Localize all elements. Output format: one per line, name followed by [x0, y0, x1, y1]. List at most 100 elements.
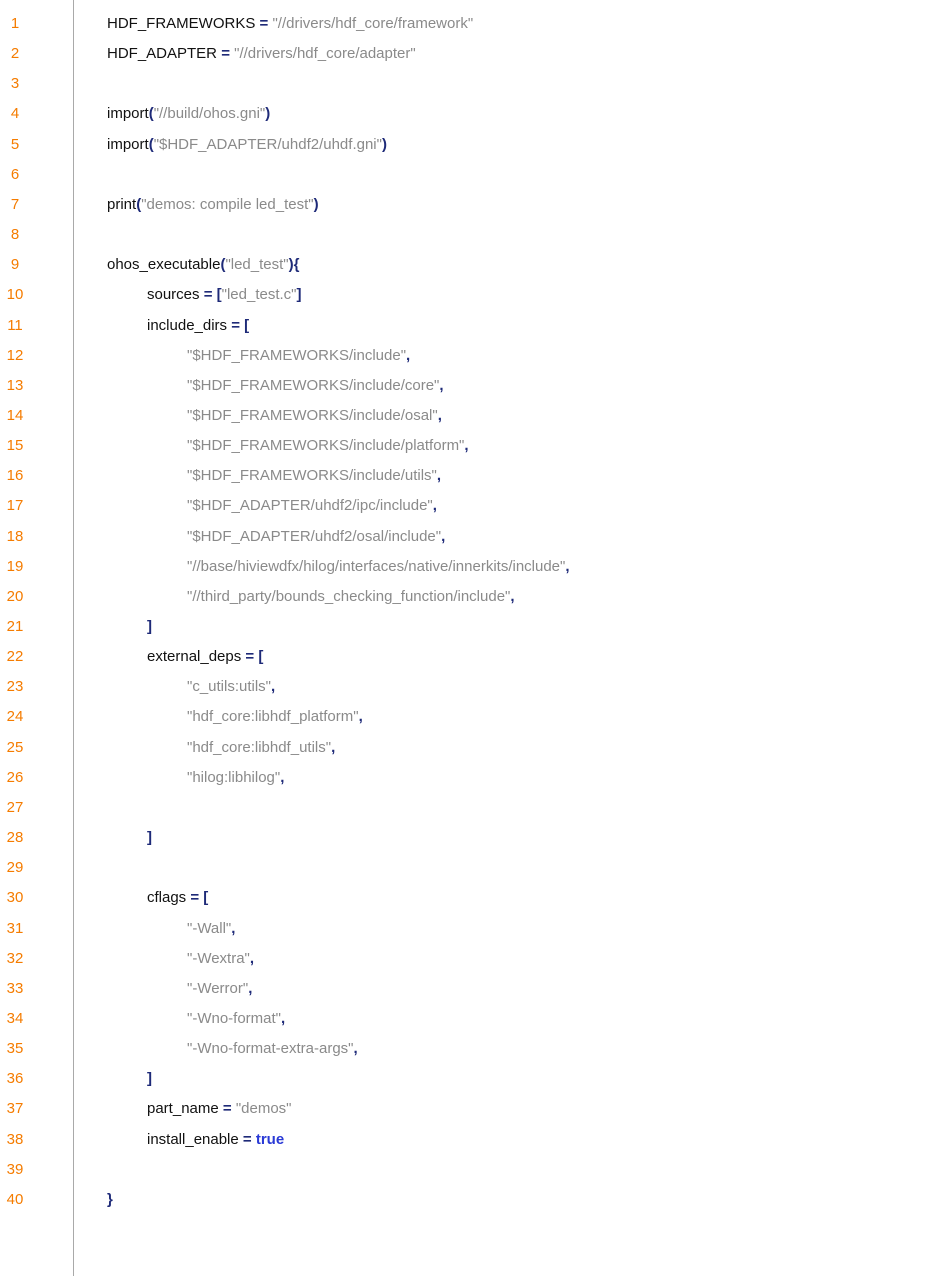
code-line: 19"//base/hiviewdfx/hilog/interfaces/nat…: [0, 555, 933, 579]
code-token-op: ){: [288, 256, 300, 274]
code-line: 37 part_name = "demos": [0, 1097, 933, 1121]
code-line: 16 "$HDF_FRAMEWORKS/include/utils",: [0, 464, 933, 488]
line-number: 39: [6, 1160, 24, 1178]
line-code: sources = ["led_test.c"]: [147, 283, 302, 307]
line-number: 16: [6, 467, 24, 485]
code-token-op: ,: [271, 678, 276, 696]
line-number: 11: [7, 316, 23, 334]
code-token-op: ): [313, 195, 319, 213]
line-code: "$HDF_FRAMEWORKS/include/platform",: [187, 434, 469, 458]
code-token-str: "-Wextra": [187, 949, 250, 967]
code-token-op: = [: [203, 286, 222, 304]
code-token-op: ,: [436, 467, 442, 485]
line-code: "-Werror",: [187, 977, 252, 1001]
line-number: 22: [6, 648, 24, 666]
code-token-str: "$HDF_ADAPTER/uhdf2/uhdf.gni": [153, 135, 382, 153]
code-token-op: = [: [190, 889, 209, 907]
line-code: "//base/hiviewdfx/hilog/interfaces/nativ…: [187, 555, 570, 579]
code-token-op: (: [136, 195, 142, 213]
line-code: HDF_FRAMEWORKS = "//drivers/hdf_core/fra…: [107, 12, 473, 36]
code-line: 24"hdf_core:libhdf_platform",: [0, 705, 933, 729]
code-token-op: ,: [353, 1040, 358, 1058]
line-code: "$HDF_FRAMEWORKS/include/utils",: [187, 464, 441, 488]
code-line: 1 HDF_FRAMEWORKS = "//drivers/hdf_core/fr…: [0, 12, 933, 36]
code-token-str: "//drivers/hdf_core/framework": [268, 15, 474, 32]
code-token-str: "//base/hiviewdfx/hilog/interfaces/nativ…: [187, 557, 566, 575]
line-code: "//third_party/bounds_checking_function/…: [187, 585, 515, 609]
line-number: 7: [10, 195, 20, 213]
code-token-op: ,: [280, 768, 285, 786]
code-line: 12"$HDF_FRAMEWORKS/include",: [0, 344, 933, 368]
line-code: part_name = "demos": [147, 1097, 292, 1121]
code-token-plain: include_dirs: [147, 316, 232, 334]
code-line: 33 "-Werror",: [0, 977, 933, 1001]
code-line: 40}: [0, 1188, 933, 1212]
code-line: 27: [0, 796, 933, 820]
code-line: 15 "$HDF_FRAMEWORKS/include/platform",: [0, 434, 933, 458]
code-token-str: "-Wno-format": [187, 1009, 281, 1027]
code-token-op: = [: [245, 648, 264, 666]
code-line: 25"hdf_core:libhdf_utils",: [0, 736, 933, 760]
code-token-op: =: [242, 1130, 256, 1148]
line-number: 1: [10, 15, 20, 32]
code-line: 21]: [0, 615, 933, 639]
line-number: 37: [6, 1100, 24, 1118]
code-token-op: ]: [147, 829, 152, 847]
code-token-op: =: [259, 15, 269, 32]
code-token-op: =: [222, 1100, 232, 1118]
line-code: "$HDF_ADAPTER/uhdf2/ipc/include",: [187, 494, 437, 518]
code-line: 3: [0, 72, 933, 96]
code-token-op: ,: [358, 708, 363, 726]
code-token-plain: cflags: [147, 889, 191, 907]
code-line: 6: [0, 163, 933, 187]
code-line: 34 "-Wno-format",: [0, 1007, 933, 1031]
line-number: 30: [6, 889, 24, 907]
code-token-op: ,: [281, 1009, 286, 1027]
line-number: 28: [6, 829, 24, 847]
line-code: external_deps = [: [147, 645, 263, 669]
line-code: HDF_ADAPTER = "//drivers/hdf_core/adapte…: [107, 42, 416, 66]
code-token-op: }: [107, 1190, 113, 1208]
code-token-str: "demos": [231, 1100, 292, 1118]
line-number: 29: [6, 859, 24, 877]
code-token-str: "hdf_core:libhdf_utils": [187, 738, 332, 756]
code-token-plain: install_enable: [147, 1130, 243, 1148]
code-token-str: "$HDF_FRAMEWORKS/include": [187, 346, 407, 364]
code-token-str: "-Wall": [187, 919, 232, 937]
line-number: 33: [6, 979, 24, 997]
line-code: install_enable = true: [147, 1128, 284, 1152]
code-token-str: "$HDF_ADAPTER/uhdf2/ipc/include": [187, 497, 433, 515]
code-token-op: ,: [565, 557, 570, 575]
line-number: 20: [6, 587, 24, 605]
line-number: 23: [6, 678, 24, 696]
line-number: 14: [6, 406, 24, 424]
line-code: "hilog:libhilog",: [187, 766, 284, 790]
code-token-op: ,: [231, 919, 236, 937]
line-number: 36: [6, 1070, 24, 1088]
code-line: 14"$HDF_FRAMEWORKS/include/osal",: [0, 404, 933, 428]
code-token-op: ]: [147, 618, 152, 635]
line-code: "$HDF_FRAMEWORKS/include",: [187, 344, 410, 368]
code-token-op: ,: [439, 376, 444, 394]
code-line: 32"-Wextra",: [0, 947, 933, 971]
line-number: 34: [6, 1009, 24, 1027]
code-line: 17"$HDF_ADAPTER/uhdf2/ipc/include",: [0, 494, 933, 518]
code-line: 39: [0, 1158, 933, 1182]
code-token-str: "led_test": [225, 256, 289, 274]
line-number: 25: [6, 738, 24, 756]
line-number: 24: [6, 708, 24, 726]
code-token-str: "hilog:libhilog": [187, 768, 281, 786]
code-token-op: ]: [296, 286, 302, 304]
code-token-op: ,: [437, 406, 442, 424]
line-number: 15: [6, 437, 24, 455]
line-number: 3: [10, 75, 20, 93]
line-number: 40: [6, 1190, 24, 1208]
line-number: 5: [10, 135, 20, 153]
code-token-op: ,: [510, 587, 515, 605]
